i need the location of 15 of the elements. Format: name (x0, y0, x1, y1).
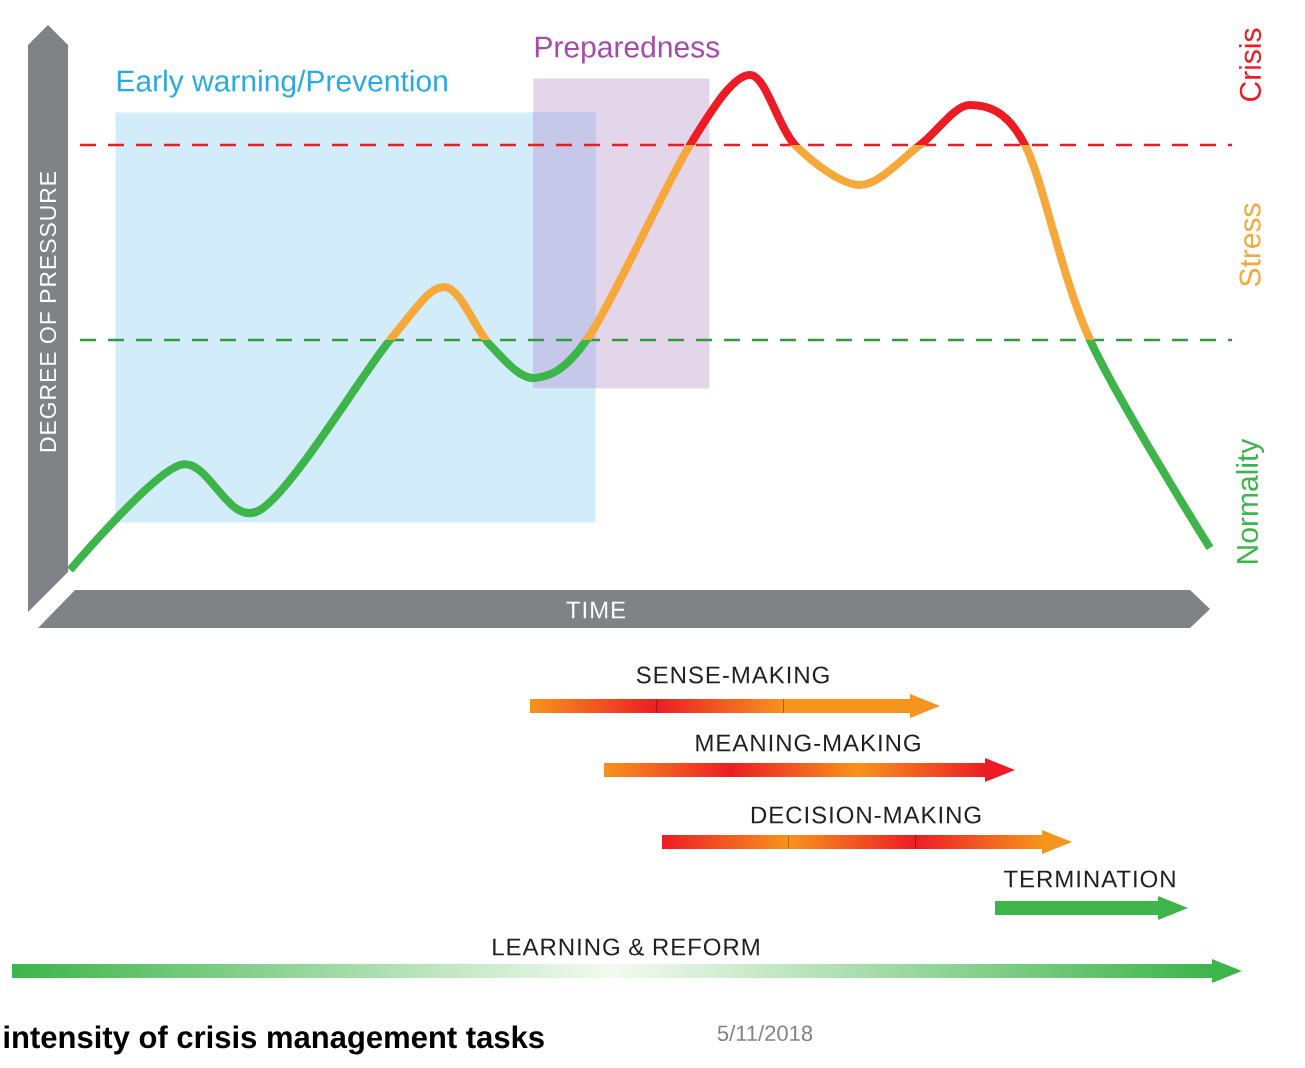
axis-label: DEGREE OF PRESSURE (39, 171, 57, 452)
axis-label: TIME (566, 601, 626, 619)
zone-label: Normality (1236, 438, 1264, 563)
task-label: SENSE-MAKING (636, 666, 829, 684)
node-label: Preparedness (535, 35, 720, 64)
caption: intensity of crisis management tasks (4, 1025, 544, 1055)
date-label: 5/11/2018 (717, 1024, 813, 1042)
task-label: DECISION-MAKING (751, 806, 981, 824)
task-label: LEARNING & REFORM (493, 938, 759, 956)
task-label: MEANING-MAKING (696, 734, 920, 752)
zone-label: Stress (1239, 203, 1261, 287)
node-label: Early warning/Prevention (117, 69, 447, 98)
shaded-region: Preparedness (533, 35, 720, 389)
task-label: TERMINATION (1003, 870, 1175, 888)
zone-label: Crisis (1239, 28, 1261, 101)
